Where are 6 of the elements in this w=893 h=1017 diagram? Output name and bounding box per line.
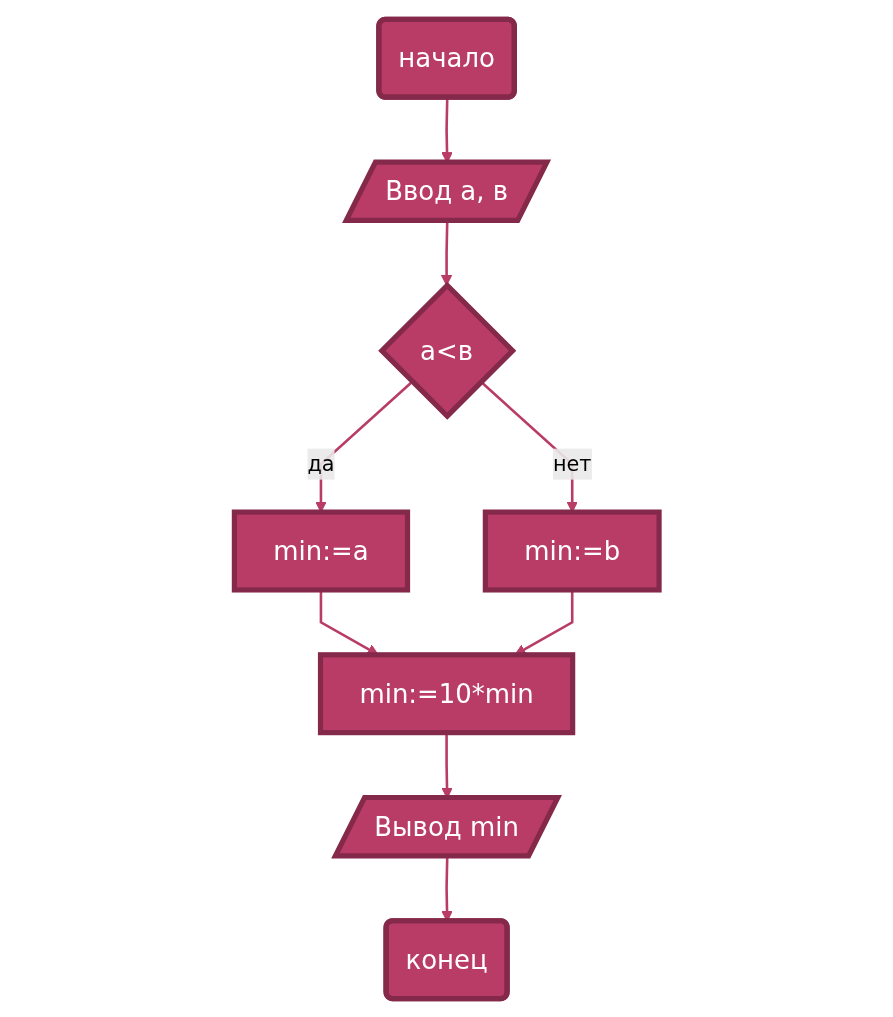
node-box: min:=a [231, 509, 410, 593]
node-box: min:=b [482, 509, 662, 593]
edge-label: нет [552, 450, 592, 476]
edge-label: да [307, 450, 335, 476]
node-box: min:=10*min [317, 651, 576, 735]
node-diamond: а<в [377, 281, 517, 420]
